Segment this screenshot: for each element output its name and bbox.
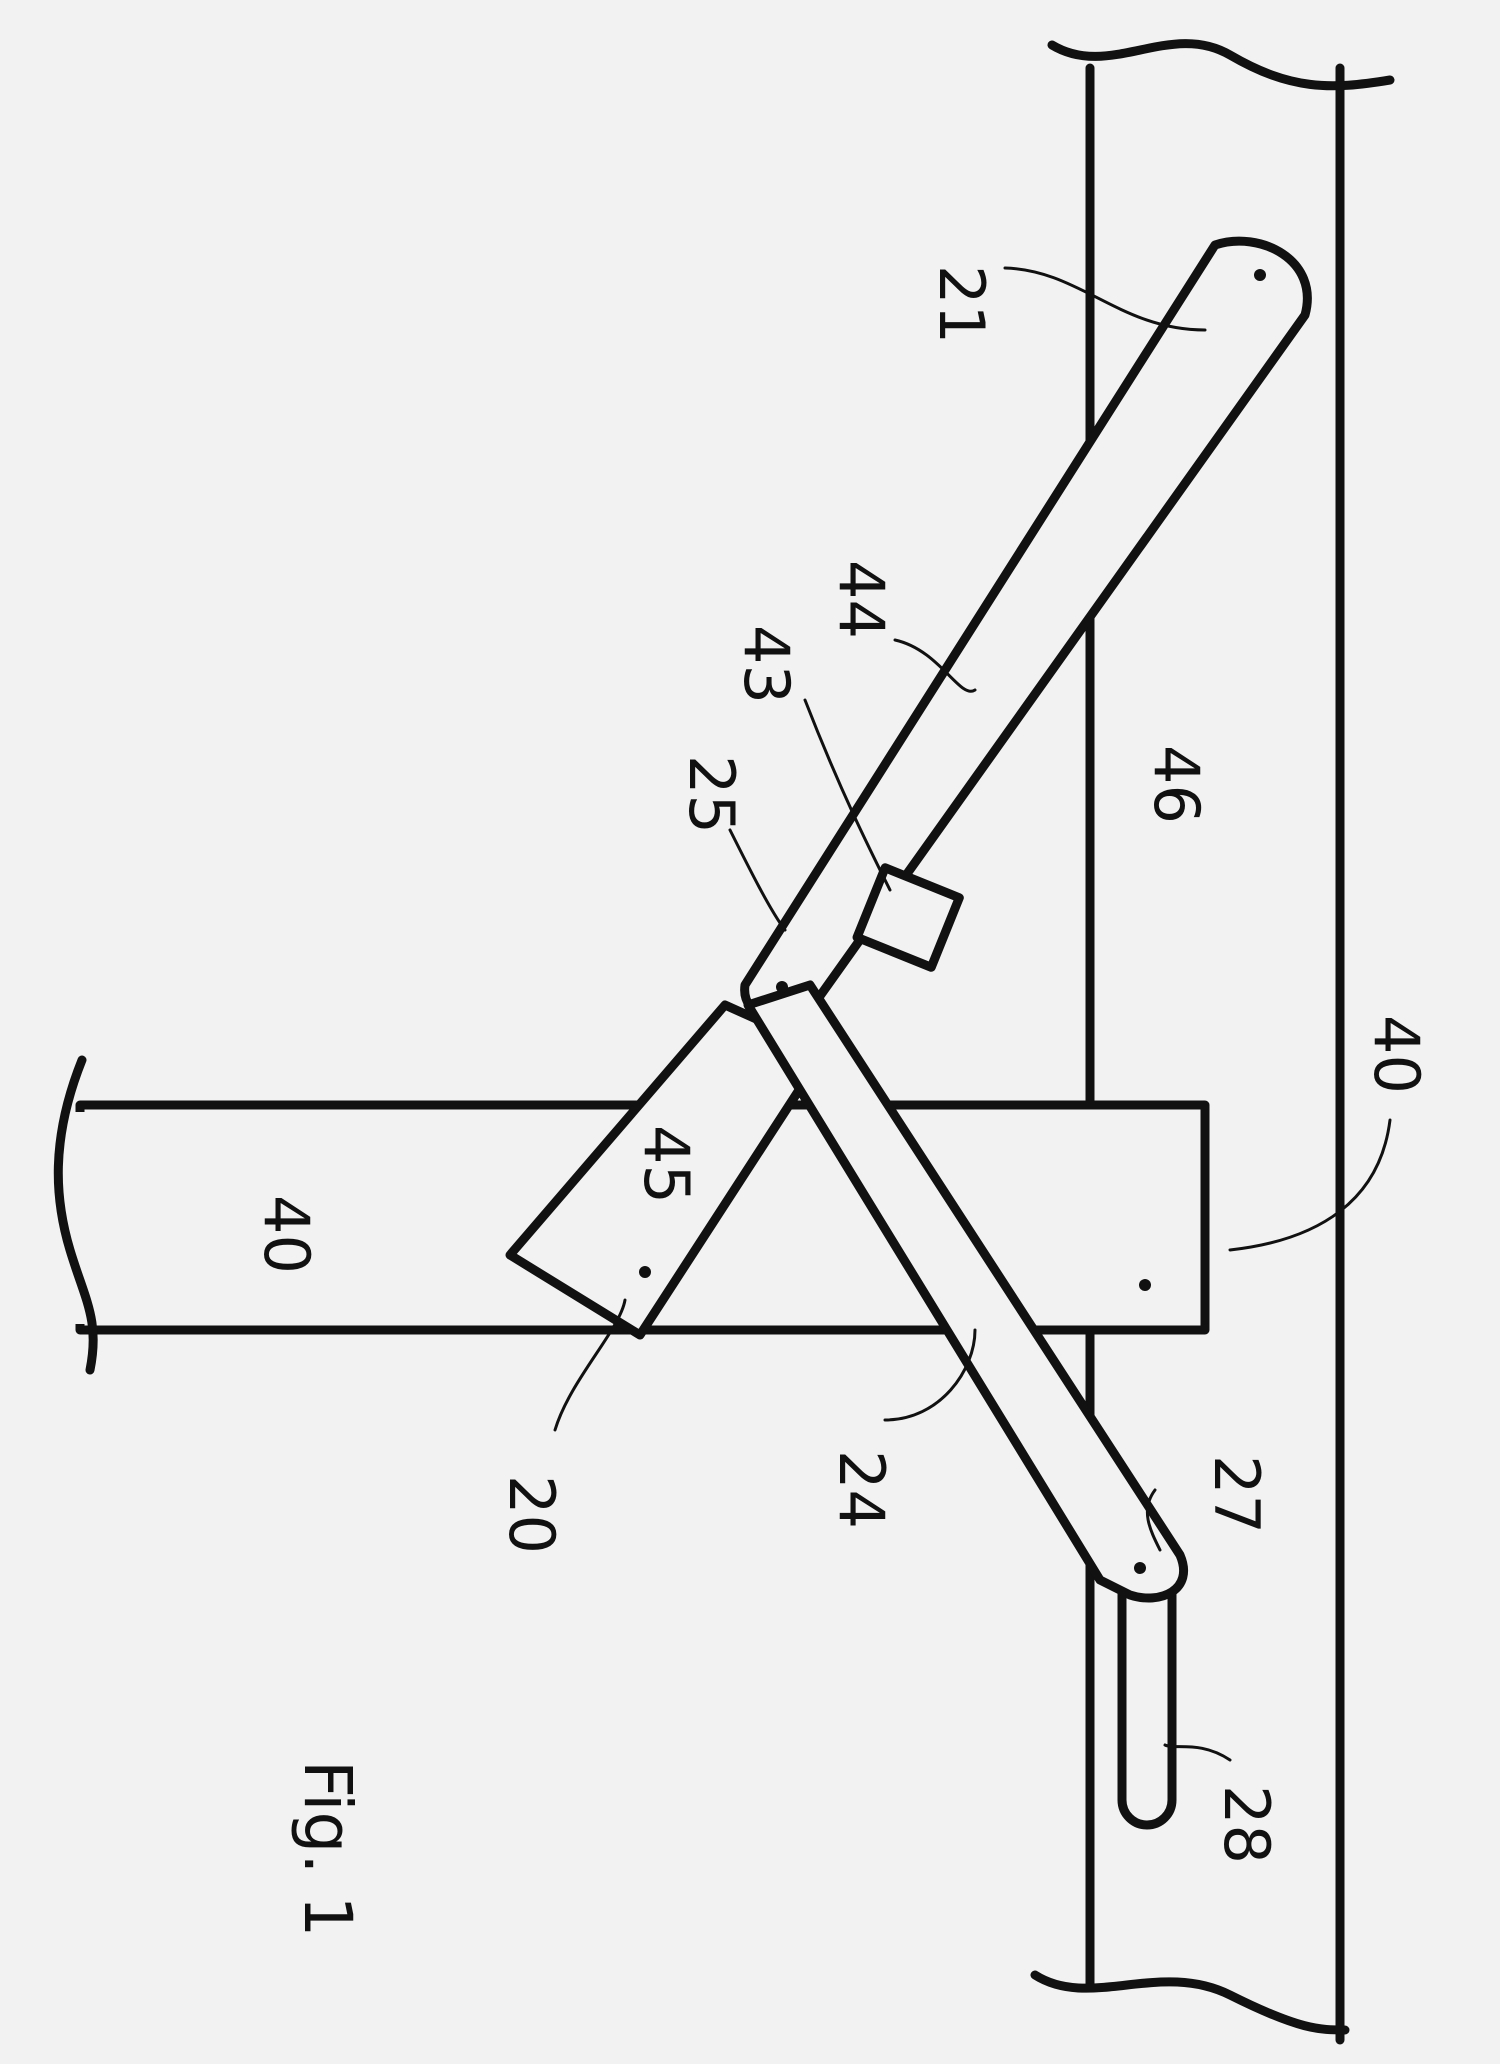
pivot-27-dot xyxy=(1134,1562,1146,1574)
pivot-21-dot xyxy=(1254,269,1266,281)
ref-21: 21 xyxy=(925,265,998,344)
rail-top-break xyxy=(1047,39,1395,91)
pivot-25-dot xyxy=(776,981,788,993)
ref-25: 25 xyxy=(675,755,748,834)
ref-44: 44 xyxy=(825,560,898,639)
ref-28: 28 xyxy=(1210,1785,1283,1864)
ref-40-end: 40 xyxy=(1360,1015,1433,1094)
ref-43: 43 xyxy=(730,625,803,704)
beam-left-break xyxy=(53,1055,98,1375)
ref-40-beam: 40 xyxy=(250,1195,323,1274)
ref-20: 20 xyxy=(495,1475,568,1554)
bracket-43 xyxy=(852,863,964,972)
ref-27: 27 xyxy=(1200,1455,1273,1534)
figure-caption: Fig. 1 xyxy=(289,1760,366,1937)
pivot-40-dot xyxy=(1139,1279,1151,1291)
arm-24 xyxy=(743,980,1189,1603)
ref-46: 46 xyxy=(1140,745,1213,824)
pivot-20-dot xyxy=(639,1266,651,1278)
ref-45: 45 xyxy=(630,1125,703,1204)
rail-46 xyxy=(1030,39,1395,2045)
ref-24: 24 xyxy=(825,1450,898,1529)
rail-bottom-break xyxy=(1030,1970,1350,2035)
